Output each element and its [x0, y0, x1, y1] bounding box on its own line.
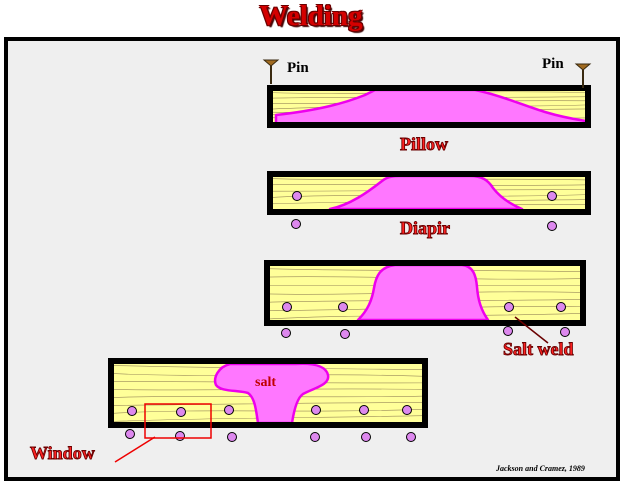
pin-left-label: Pin — [287, 60, 309, 76]
window-highlight-box — [144, 403, 212, 439]
marker-dot — [547, 221, 557, 231]
marker-dot — [311, 405, 321, 415]
marker-dot — [292, 191, 302, 201]
marker-dot — [175, 431, 185, 441]
diapir-stage-frame — [267, 171, 591, 215]
credit-text: Jackson and Cramez, 1989 — [495, 464, 585, 473]
salt-weld-label: Salt weld — [503, 339, 574, 359]
salt-label: salt — [255, 375, 276, 390]
salt-weld-stage-frame — [264, 260, 586, 326]
marker-dot — [310, 432, 320, 442]
marker-dot — [281, 328, 291, 338]
pin-left-icon — [262, 59, 280, 84]
marker-dot — [291, 219, 301, 229]
marker-dot — [127, 406, 137, 416]
pillow-label: Pillow — [400, 134, 448, 154]
marker-dot — [340, 329, 350, 339]
marker-dot — [547, 191, 557, 201]
marker-dot — [361, 432, 371, 442]
diagram-title: Welding — [259, 0, 363, 32]
marker-dot — [504, 302, 514, 312]
pillow-stage-frame — [267, 85, 591, 128]
window-stage-frame — [108, 358, 428, 428]
stages-layer — [108, 85, 591, 463]
marker-dot — [282, 302, 292, 312]
window-pointer — [114, 436, 156, 463]
marker-dot — [176, 407, 186, 417]
marker-dot — [224, 405, 234, 415]
marker-dot — [556, 302, 566, 312]
marker-dot — [125, 429, 135, 439]
marker-dot — [227, 432, 237, 442]
marker-dot — [560, 327, 570, 337]
marker-dot — [503, 326, 513, 336]
pin-right-icon — [574, 63, 592, 88]
salt-weld-pointer — [514, 316, 549, 344]
window-label: Window — [30, 443, 95, 463]
diapir-label: Diapir — [400, 218, 450, 238]
marker-dot — [338, 302, 348, 312]
pillow-stage-salt-body — [274, 88, 588, 127]
marker-dot — [359, 405, 369, 415]
pin-right-label: Pin — [542, 56, 564, 72]
marker-dot — [406, 432, 416, 442]
marker-dot — [402, 405, 412, 415]
